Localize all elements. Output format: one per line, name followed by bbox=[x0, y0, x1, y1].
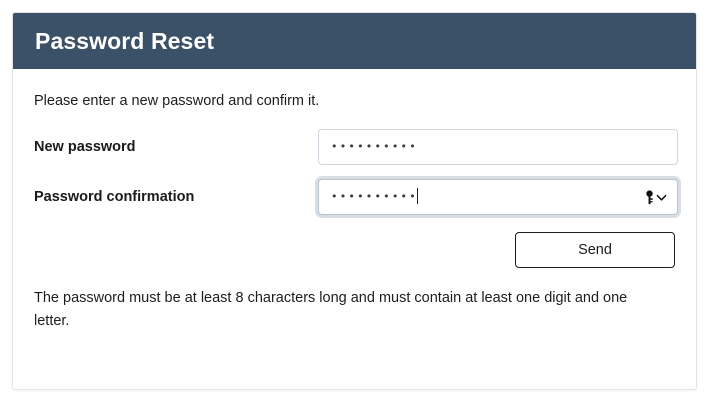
panel-header: Password Reset bbox=[13, 13, 696, 69]
button-row: Send bbox=[34, 232, 675, 269]
page-title: Password Reset bbox=[35, 27, 215, 54]
intro-text: Please enter a new password and confirm … bbox=[34, 93, 320, 109]
new-password-input[interactable]: •••••••••• bbox=[318, 129, 678, 166]
text-caret bbox=[416, 188, 418, 205]
password-manager-affordance[interactable] bbox=[644, 190, 667, 205]
password-confirmation-label: Password confirmation bbox=[34, 189, 195, 206]
panel-body: Please enter a new password and confirm … bbox=[13, 69, 696, 334]
form-row-password-confirmation: Password confirmation •••••••••• bbox=[34, 173, 678, 221]
password-reset-panel: Password Reset Please enter a new passwo… bbox=[12, 12, 697, 390]
new-password-masked-value: •••••••••• bbox=[331, 139, 418, 153]
password-requirements-hint: The password must be at least 8 characte… bbox=[34, 290, 628, 330]
new-password-label: New password bbox=[34, 139, 136, 156]
password-confirmation-field-wrap: •••••••••• bbox=[318, 179, 678, 216]
form-row-new-password: New password •••••••••• bbox=[34, 123, 678, 171]
key-icon bbox=[644, 190, 655, 205]
password-confirmation-masked-value: •••••••••• bbox=[331, 189, 418, 203]
password-confirmation-input[interactable]: •••••••••• bbox=[318, 179, 678, 216]
new-password-field-wrap: •••••••••• bbox=[318, 129, 678, 166]
chevron-down-icon bbox=[656, 192, 667, 203]
send-button[interactable]: Send bbox=[515, 232, 675, 269]
